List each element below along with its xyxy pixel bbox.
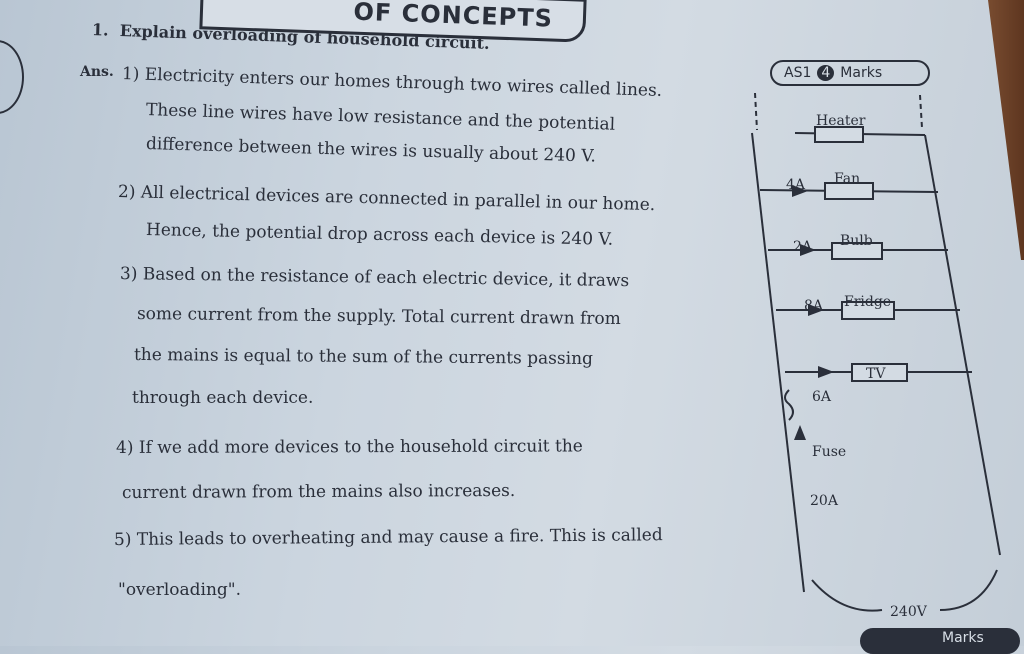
voltage-arrow-left xyxy=(811,579,883,612)
neutral-wire xyxy=(924,134,1001,556)
badge-marks-label: Marks xyxy=(840,65,883,81)
answer-label: Ans. xyxy=(80,64,114,80)
current-label: 2A xyxy=(793,239,813,255)
badge-marks: 4 xyxy=(817,65,835,81)
answer-line: "overloading". xyxy=(118,580,242,600)
voltage-arrow-right xyxy=(939,569,998,611)
bulb-resistor xyxy=(831,242,883,260)
current-arrow-icon xyxy=(818,366,834,378)
device-label: TV xyxy=(866,366,886,382)
badge-marks-label: Marks xyxy=(942,630,984,646)
wire-dashed-left xyxy=(754,92,758,131)
voltage-label: 240V xyxy=(890,604,928,620)
current-arrow-icon xyxy=(794,425,806,440)
current-label: 4A xyxy=(786,177,806,193)
marks-badge: AS1 4 Marks xyxy=(770,60,930,86)
fuse-symbol xyxy=(784,389,794,421)
current-label: 8A xyxy=(804,298,824,314)
device-label: Fan xyxy=(834,171,860,187)
device-label: Bulb xyxy=(840,233,873,249)
fridge-resistor xyxy=(841,301,895,320)
heater-resistor xyxy=(814,126,864,143)
current-arrow-icon xyxy=(792,185,808,197)
fuse-label: Fuse xyxy=(812,444,846,460)
current-arrow-icon xyxy=(808,304,824,316)
device-label: Heater xyxy=(816,113,866,129)
current-arrow-icon xyxy=(800,244,816,256)
fan-resistor xyxy=(824,182,874,200)
device-label: Fridge xyxy=(844,294,891,310)
wire-dashed-right xyxy=(919,94,923,129)
total-current-label: 20A xyxy=(810,493,839,509)
live-wire xyxy=(751,132,805,593)
answer-line: through each device. xyxy=(132,388,314,408)
badge-code: AS1 xyxy=(784,65,812,81)
current-label: 6A xyxy=(812,389,832,405)
tv-resistor xyxy=(851,363,908,382)
